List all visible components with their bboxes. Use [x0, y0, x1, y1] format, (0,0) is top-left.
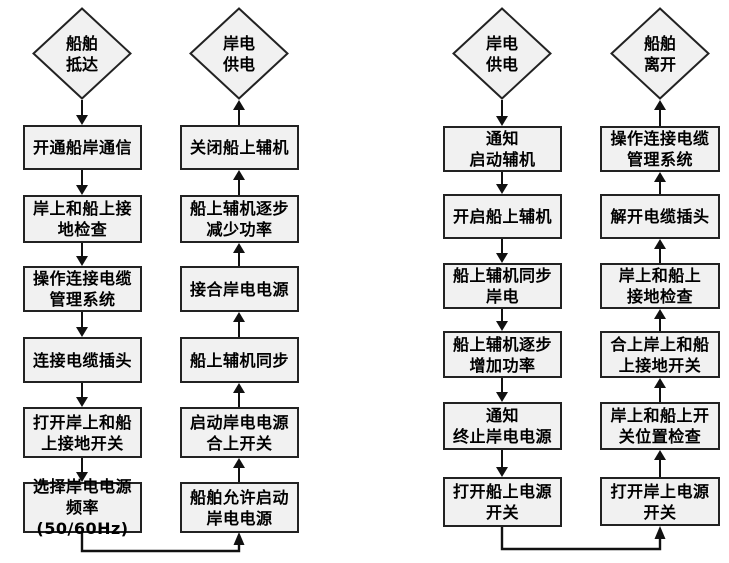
- diamond-shape: [32, 7, 132, 100]
- process-label: 船上辅机逐步 减少功率: [189, 199, 289, 239]
- process-box: 合上岸上和船 上接地开关: [600, 331, 720, 378]
- arrow-down-icon: [76, 100, 88, 125]
- arrow-up-icon: [233, 312, 245, 337]
- process-label: 开启船上辅机: [452, 207, 552, 226]
- process-box: 岸上和船上接 地检查: [23, 195, 142, 243]
- terminal-shore-power-on: 岸电 供电: [189, 7, 289, 100]
- process-label: 启动岸电电源 合上开关: [189, 412, 289, 453]
- process-box: 启动岸电电源 合上开关: [180, 407, 299, 458]
- process-box: 打开船上电源 开关: [443, 477, 562, 527]
- terminal-shore-power-supply: 岸电 供电: [452, 7, 552, 100]
- arrow-up-icon: [233, 170, 245, 195]
- arrow-down-icon: [496, 100, 508, 126]
- process-box: 开通船岸通信: [23, 125, 142, 170]
- process-label: 岸上和船上接 地检查: [32, 199, 132, 239]
- arrow-up-icon: [654, 100, 666, 126]
- process-box: 岸上和船上开 关位置检查: [600, 402, 720, 450]
- process-label: 通知 启动辅机: [469, 129, 536, 169]
- process-box: 操作连接电缆 管理系统: [600, 126, 720, 172]
- diamond-shape: [189, 7, 289, 100]
- process-label: 打开岸上电源 开关: [610, 481, 710, 522]
- process-label: 操作连接电缆 管理系统: [610, 129, 710, 169]
- process-label: 解开电缆插头: [610, 207, 710, 226]
- process-label: 选择岸电电源 频率(50/60Hz): [32, 477, 132, 538]
- process-label: 接合岸电电源: [189, 279, 289, 299]
- arrow-up-icon: [654, 378, 666, 402]
- arrow-down-icon: [76, 383, 88, 407]
- process-box: 连接电缆插头: [23, 337, 142, 383]
- arrow-down-icon: [496, 172, 508, 194]
- process-label: 合上岸上和船 上接地开关: [610, 334, 710, 375]
- arrow-down-icon: [496, 309, 508, 331]
- process-label: 操作连接电缆 管理系统: [32, 269, 132, 309]
- arrow-down-icon: [496, 378, 508, 402]
- terminal-label: 岸电 供电: [222, 33, 255, 74]
- arrow-up-icon: [233, 383, 245, 407]
- process-box: 打开岸上和船 上接地开关: [23, 407, 142, 458]
- arrow-up-icon: [233, 458, 245, 482]
- process-label: 关闭船上辅机: [189, 138, 289, 157]
- process-label: 打开船上电源 开关: [452, 482, 552, 522]
- process-box: 通知 终止岸电电源: [443, 402, 562, 450]
- process-box: 选择岸电电源 频率(50/60Hz): [23, 477, 142, 538]
- arrow-down-icon: [496, 450, 508, 477]
- elbow-connector-right: [500, 526, 666, 551]
- process-box: 船上辅机同步 岸电: [443, 263, 562, 309]
- arrow-up-icon: [654, 172, 666, 194]
- arrow-down-icon: [76, 170, 88, 195]
- process-label: 连接电缆插头: [32, 350, 132, 370]
- process-label: 岸上和船上 接地检查: [618, 266, 702, 306]
- process-box: 岸上和船上 接地检查: [600, 263, 720, 309]
- terminal-ship-departure: 船舶 离开: [610, 7, 710, 100]
- process-box: 打开岸上电源 开关: [600, 477, 720, 526]
- arrow-down-icon: [496, 239, 508, 263]
- arrow-down-icon: [76, 312, 88, 337]
- process-box: 关闭船上辅机: [180, 125, 299, 170]
- process-label: 船上辅机逐步 增加功率: [452, 334, 552, 375]
- process-box: 开启船上辅机: [443, 194, 562, 239]
- process-label: 开通船岸通信: [32, 138, 132, 157]
- terminal-label: 岸电 供电: [485, 33, 518, 74]
- process-label: 打开岸上和船 上接地开关: [32, 412, 132, 453]
- process-label: 通知 终止岸电电源: [452, 406, 552, 446]
- process-box: 解开电缆插头: [600, 194, 720, 239]
- terminal-label: 船舶 抵达: [65, 33, 98, 74]
- diamond-shape: [452, 7, 552, 100]
- process-label: 船上辅机同步: [189, 350, 289, 370]
- arrow-up-icon: [233, 100, 245, 125]
- arrow-up-icon: [654, 450, 666, 477]
- arrow-up-icon: [654, 239, 666, 263]
- process-box: 操作连接电缆 管理系统: [23, 266, 142, 312]
- arrow-down-icon: [76, 458, 88, 482]
- process-box: 接合岸电电源: [180, 266, 299, 312]
- process-label: 船舶允许启动 岸电电源: [189, 487, 289, 528]
- terminal-ship-arrival: 船舶 抵达: [32, 7, 132, 100]
- diamond-shape: [610, 7, 710, 100]
- arrow-down-icon: [76, 243, 88, 266]
- arrow-up-icon: [233, 243, 245, 266]
- arrow-up-icon: [654, 309, 666, 331]
- terminal-label: 船舶 离开: [643, 33, 676, 74]
- process-box: 船舶允许启动 岸电电源: [180, 482, 299, 533]
- process-box: 船上辅机同步: [180, 337, 299, 383]
- process-box: 通知 启动辅机: [443, 126, 562, 172]
- process-box: 船上辅机逐步 减少功率: [180, 195, 299, 243]
- process-label: 岸上和船上开 关位置检查: [610, 406, 710, 446]
- process-box: 船上辅机逐步 增加功率: [443, 331, 562, 378]
- process-label: 船上辅机同步 岸电: [452, 266, 552, 306]
